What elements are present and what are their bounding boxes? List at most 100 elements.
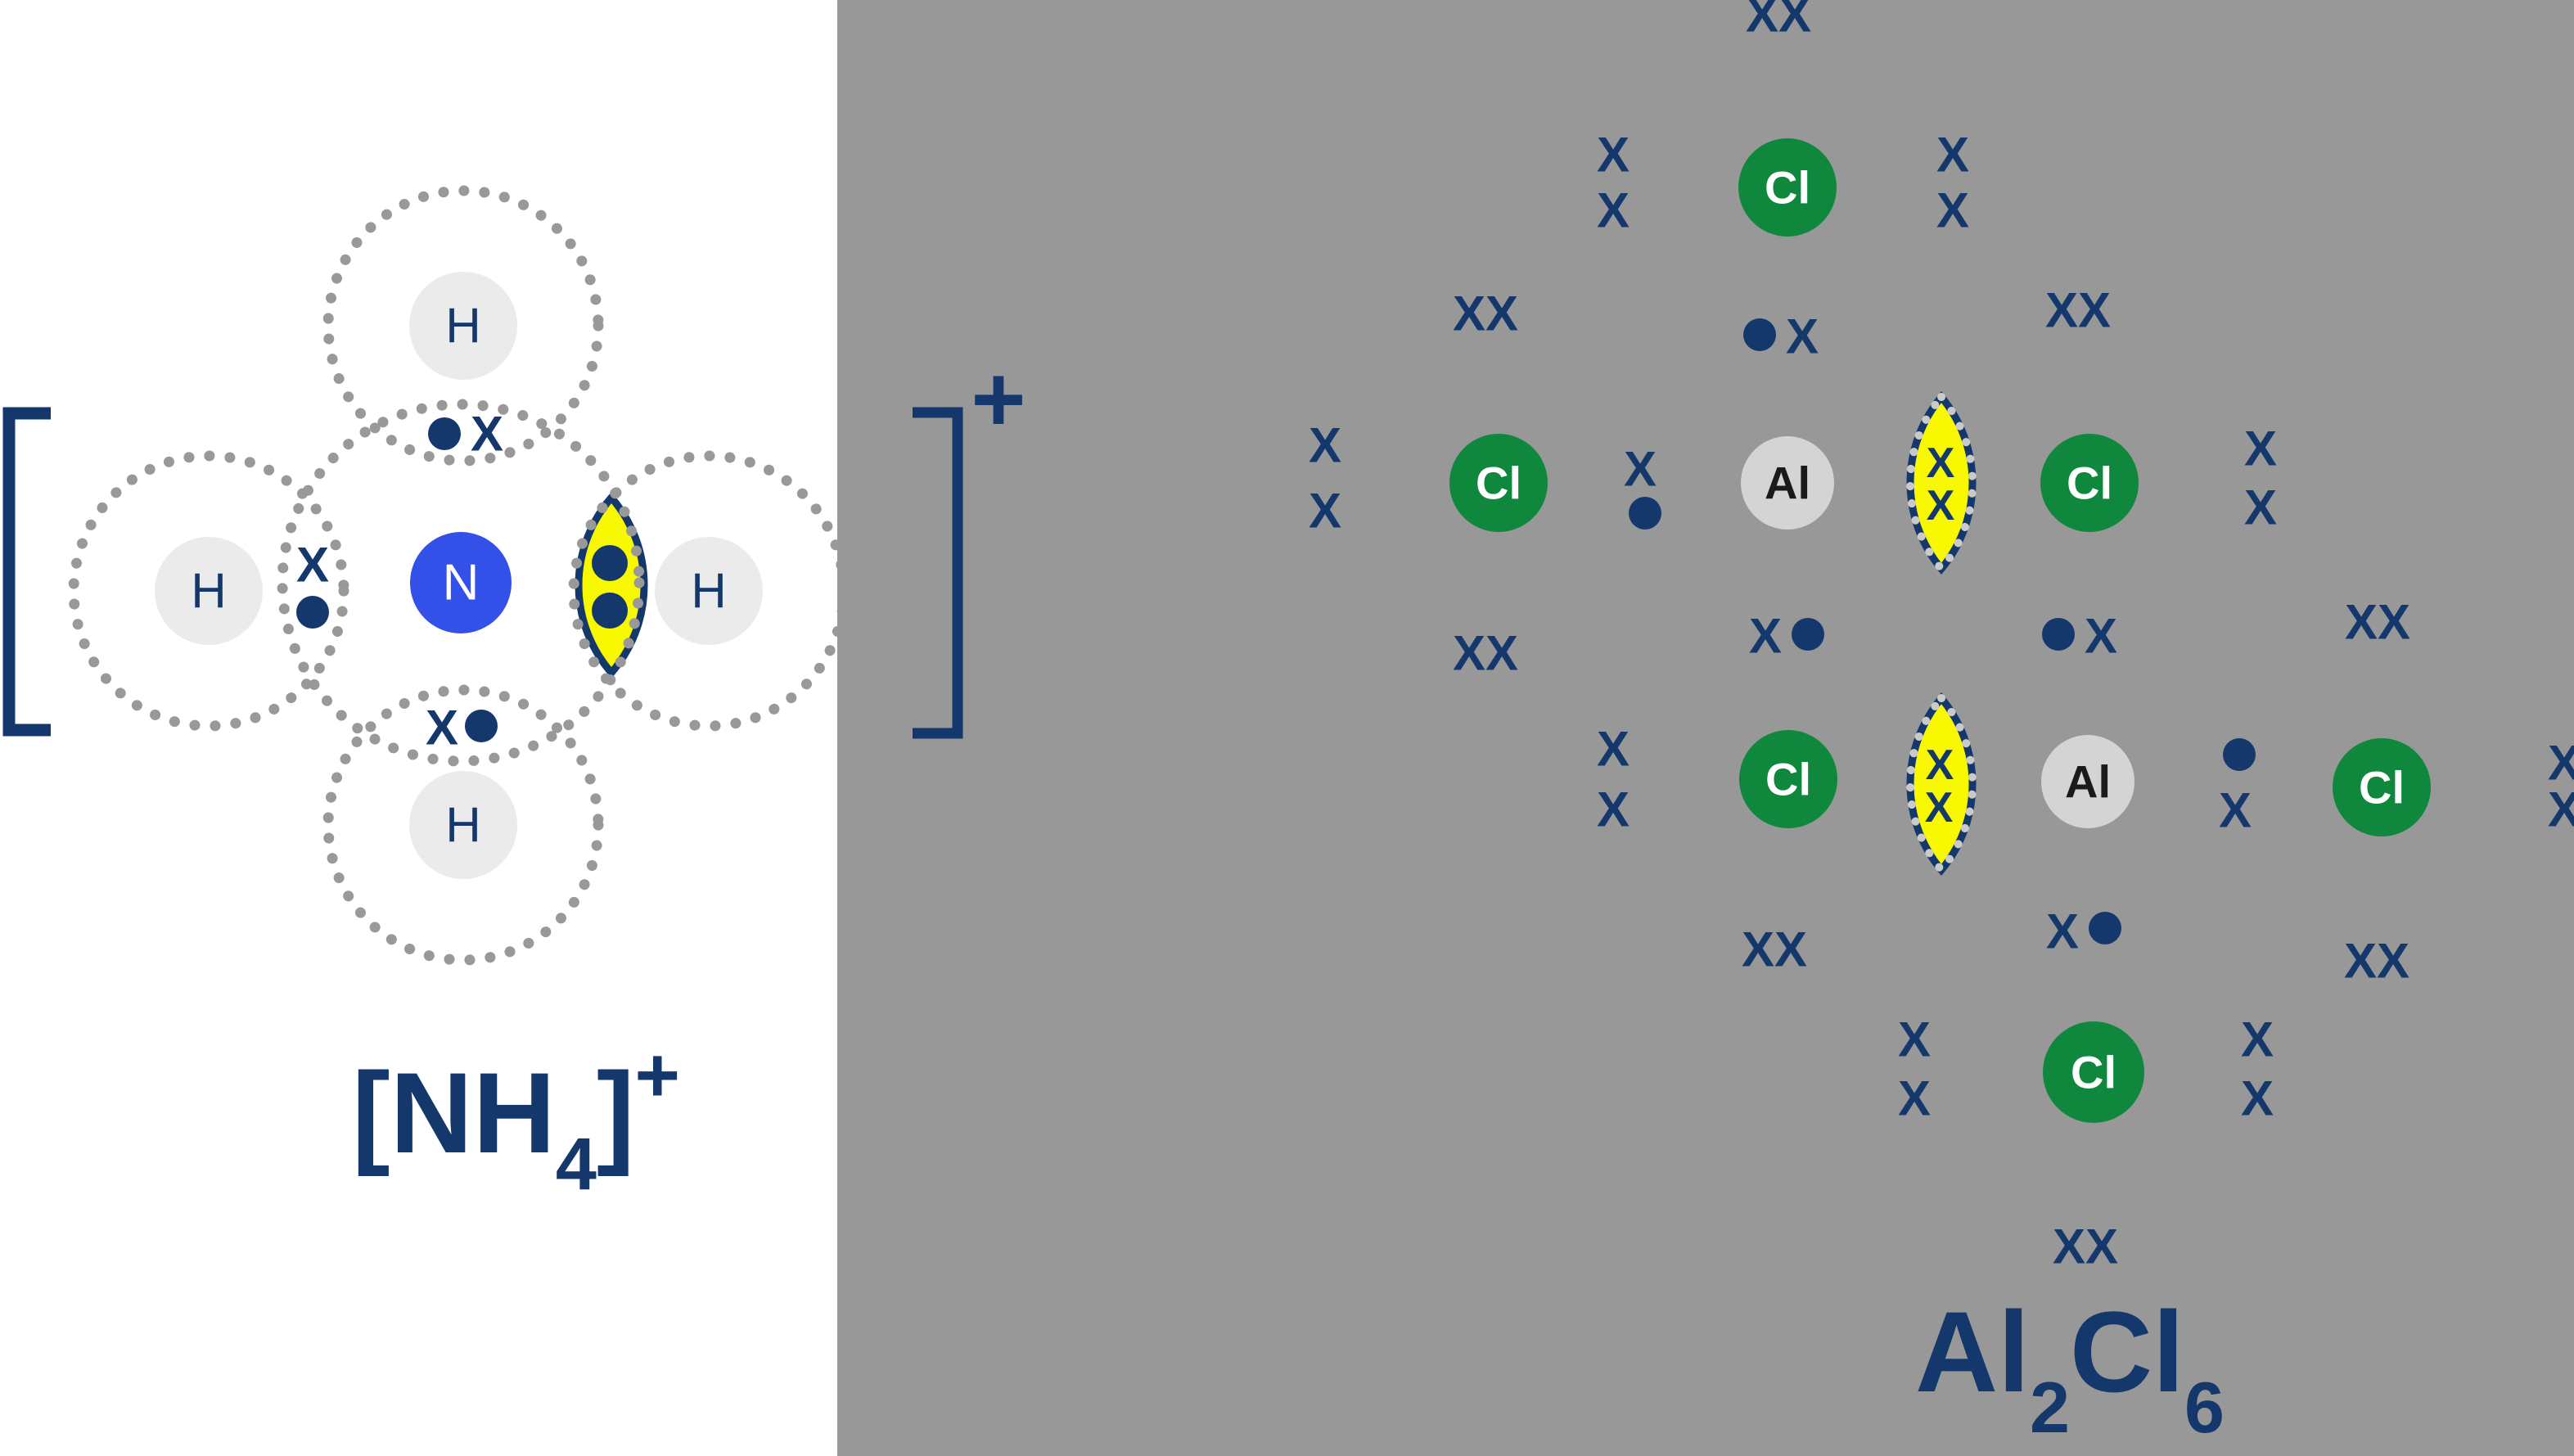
- al2cl6-formula-label: Al2Cl6: [1915, 1287, 2225, 1448]
- nh4-electrons-layer: XXX: [296, 407, 628, 755]
- valence-shell-circle: [68, 450, 349, 732]
- right-square-bracket: [913, 407, 963, 739]
- electron-cross: X: [2344, 934, 2377, 989]
- electron-cross: X: [2345, 595, 2378, 650]
- electron-cross: X: [1597, 183, 1630, 238]
- electron-cross: X: [2378, 595, 2410, 650]
- electron-cross: X: [1597, 128, 1630, 183]
- electron-cross: X: [1742, 922, 1774, 977]
- electron-cross: X: [471, 407, 503, 462]
- atom-circle-Cl: [1739, 730, 1837, 828]
- atom-circle-Cl: [2040, 434, 2139, 532]
- valence-shell-circle: [568, 450, 850, 732]
- electron-cross: X: [2244, 480, 2277, 535]
- electron-cross: X: [2085, 1219, 2118, 1274]
- atom-circle-N: [410, 532, 512, 633]
- electron-dot: [2089, 912, 2121, 944]
- electron-dot: [296, 596, 329, 629]
- valence-shell-circle: [322, 684, 604, 966]
- atom-circle-Cl: [1449, 434, 1548, 532]
- atom-circle-H: [409, 771, 517, 879]
- al2cl6-formula-sub6: 6: [2184, 1367, 2225, 1448]
- electron-dot: [592, 593, 628, 629]
- electron-cross: X: [2046, 904, 2079, 959]
- electron-cross: X: [1746, 0, 1778, 43]
- electron-cross: X: [2548, 736, 2574, 791]
- electron-cross: X: [1309, 484, 1341, 539]
- electron-dot: [592, 545, 628, 581]
- electron-dot: [2223, 738, 2256, 771]
- dative-bond-dotted-outline: [1906, 390, 1977, 575]
- atom-label-H: H: [445, 798, 480, 853]
- electron-cross: X: [1309, 418, 1341, 473]
- electron-cross: X: [426, 701, 458, 755]
- electron-cross: X: [1926, 742, 1954, 789]
- electron-dot: [1743, 318, 1776, 351]
- atom-circle-Cl: [2043, 1021, 2144, 1123]
- electron-cross: X: [1485, 626, 1518, 681]
- nh4-formula-label: [NH4]+: [352, 1032, 680, 1206]
- atom-label-Cl: Cl: [1765, 162, 1810, 214]
- al2cl6-formula-sub2: 2: [2030, 1367, 2070, 1448]
- electron-cross: X: [1936, 128, 1969, 183]
- electron-cross: X: [2045, 283, 2078, 338]
- electron-cross: X: [1786, 309, 1819, 364]
- electron-cross: X: [1898, 1071, 1931, 1126]
- ion-charge-superscript: +: [971, 347, 1026, 452]
- atom-label-Cl: Cl: [2359, 762, 2405, 814]
- electron-cross: X: [2241, 1071, 2274, 1126]
- electron-cross: X: [1925, 784, 1954, 832]
- electron-dot: [1629, 497, 1661, 530]
- nh4-atoms-layer: N H H H H: [155, 272, 763, 879]
- atom-label-Cl: Cl: [2067, 458, 2112, 509]
- electron-cross: X: [2377, 934, 2409, 989]
- electron-cross: X: [2241, 1012, 2274, 1067]
- al2cl6-formula-cl: Cl: [2070, 1287, 2184, 1416]
- atom-circle-Al: [2041, 735, 2134, 828]
- atom-circle-Cl: [1738, 138, 1837, 237]
- electron-cross: X: [1624, 442, 1657, 497]
- electron-dot: [2042, 618, 2075, 651]
- electron-cross: X: [1774, 922, 1807, 977]
- electron-cross: X: [2548, 782, 2574, 837]
- al2cl6-formula-al: Al: [1915, 1287, 2030, 1416]
- nh4-formula-main: [NH: [352, 1048, 556, 1177]
- electron-cross: X: [1597, 782, 1630, 837]
- nh4-valence-shells-layer: [68, 185, 850, 966]
- electron-cross: X: [2053, 1219, 2085, 1274]
- al2cl6-dative-bond-layer: [1906, 390, 1977, 877]
- atom-circle-Al: [1741, 436, 1834, 530]
- atom-circle-H: [655, 537, 763, 645]
- atom-circle-H: [409, 272, 517, 380]
- atom-label-H: H: [691, 564, 726, 619]
- electron-cross: X: [2219, 783, 2252, 838]
- atom-label-Al: Al: [2065, 756, 2111, 808]
- electron-cross: X: [1485, 286, 1518, 341]
- electron-cross: X: [1749, 609, 1782, 664]
- nh4-formula-charge: +: [635, 1032, 680, 1119]
- electron-cross: X: [2078, 283, 2111, 338]
- valence-shell-circle: [277, 399, 645, 767]
- electron-cross: X: [1453, 626, 1485, 681]
- atom-label-Al: Al: [1765, 458, 1810, 509]
- atom-label-H: H: [191, 564, 226, 619]
- atom-circle-H: [155, 537, 263, 645]
- electron-cross: X: [1453, 286, 1485, 341]
- atom-label-Cl: Cl: [2071, 1047, 2116, 1098]
- dative-bond-dotted-outline: [1906, 692, 1977, 877]
- left-square-bracket: [2, 407, 51, 737]
- electron-dot: [1792, 618, 1824, 651]
- electron-dot: [465, 710, 498, 742]
- electron-dot: [428, 417, 461, 450]
- atom-label-N: N: [443, 555, 480, 611]
- electron-cross: X: [1927, 482, 1955, 530]
- atom-circle-Cl: [2333, 738, 2431, 836]
- electron-cross: X: [1597, 722, 1630, 777]
- atom-label-H: H: [445, 299, 480, 354]
- electron-cross: X: [1927, 440, 1955, 487]
- valence-shell-circle: [322, 185, 604, 467]
